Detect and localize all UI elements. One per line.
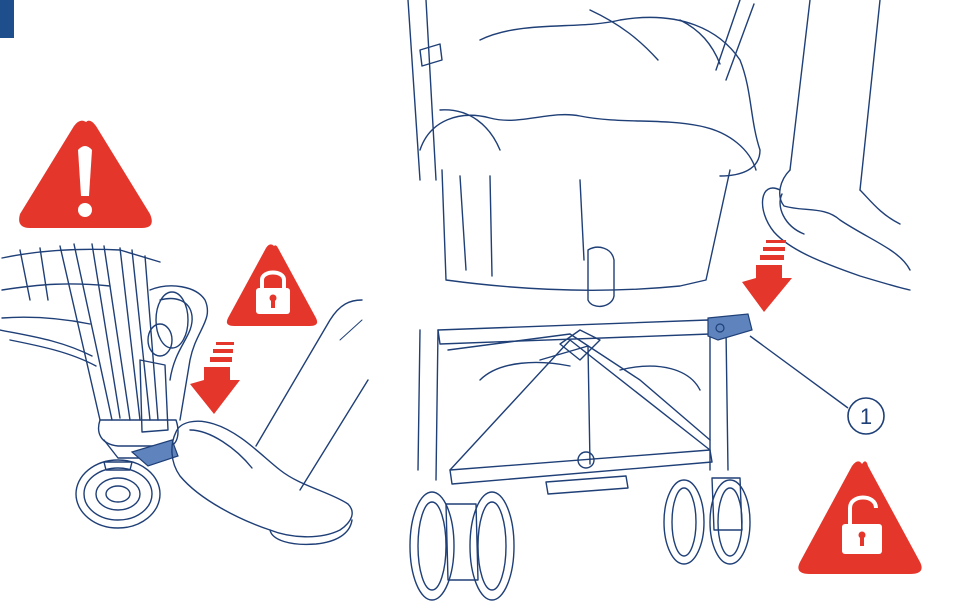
right-illustration: 1 [380, 0, 953, 605]
warning-icon [19, 121, 152, 228]
press-arrow-right [742, 240, 792, 312]
lock-pedal [132, 440, 178, 466]
padlock-closed-icon [227, 244, 317, 326]
foot-pressing-pedal [172, 300, 368, 544]
press-arrow-left [190, 342, 240, 414]
stroller-wheel [76, 460, 160, 528]
left-illustration [0, 0, 380, 605]
stroller-rear-frame [408, 0, 760, 494]
callout-1: 1 [750, 336, 884, 434]
fold-lock-clip [708, 314, 752, 340]
foot-pressing-bar [763, 0, 910, 290]
folded-stroller-frame [0, 244, 207, 458]
rear-wheels [410, 478, 750, 600]
callout-number: 1 [860, 404, 872, 429]
padlock-open-icon [798, 461, 921, 574]
